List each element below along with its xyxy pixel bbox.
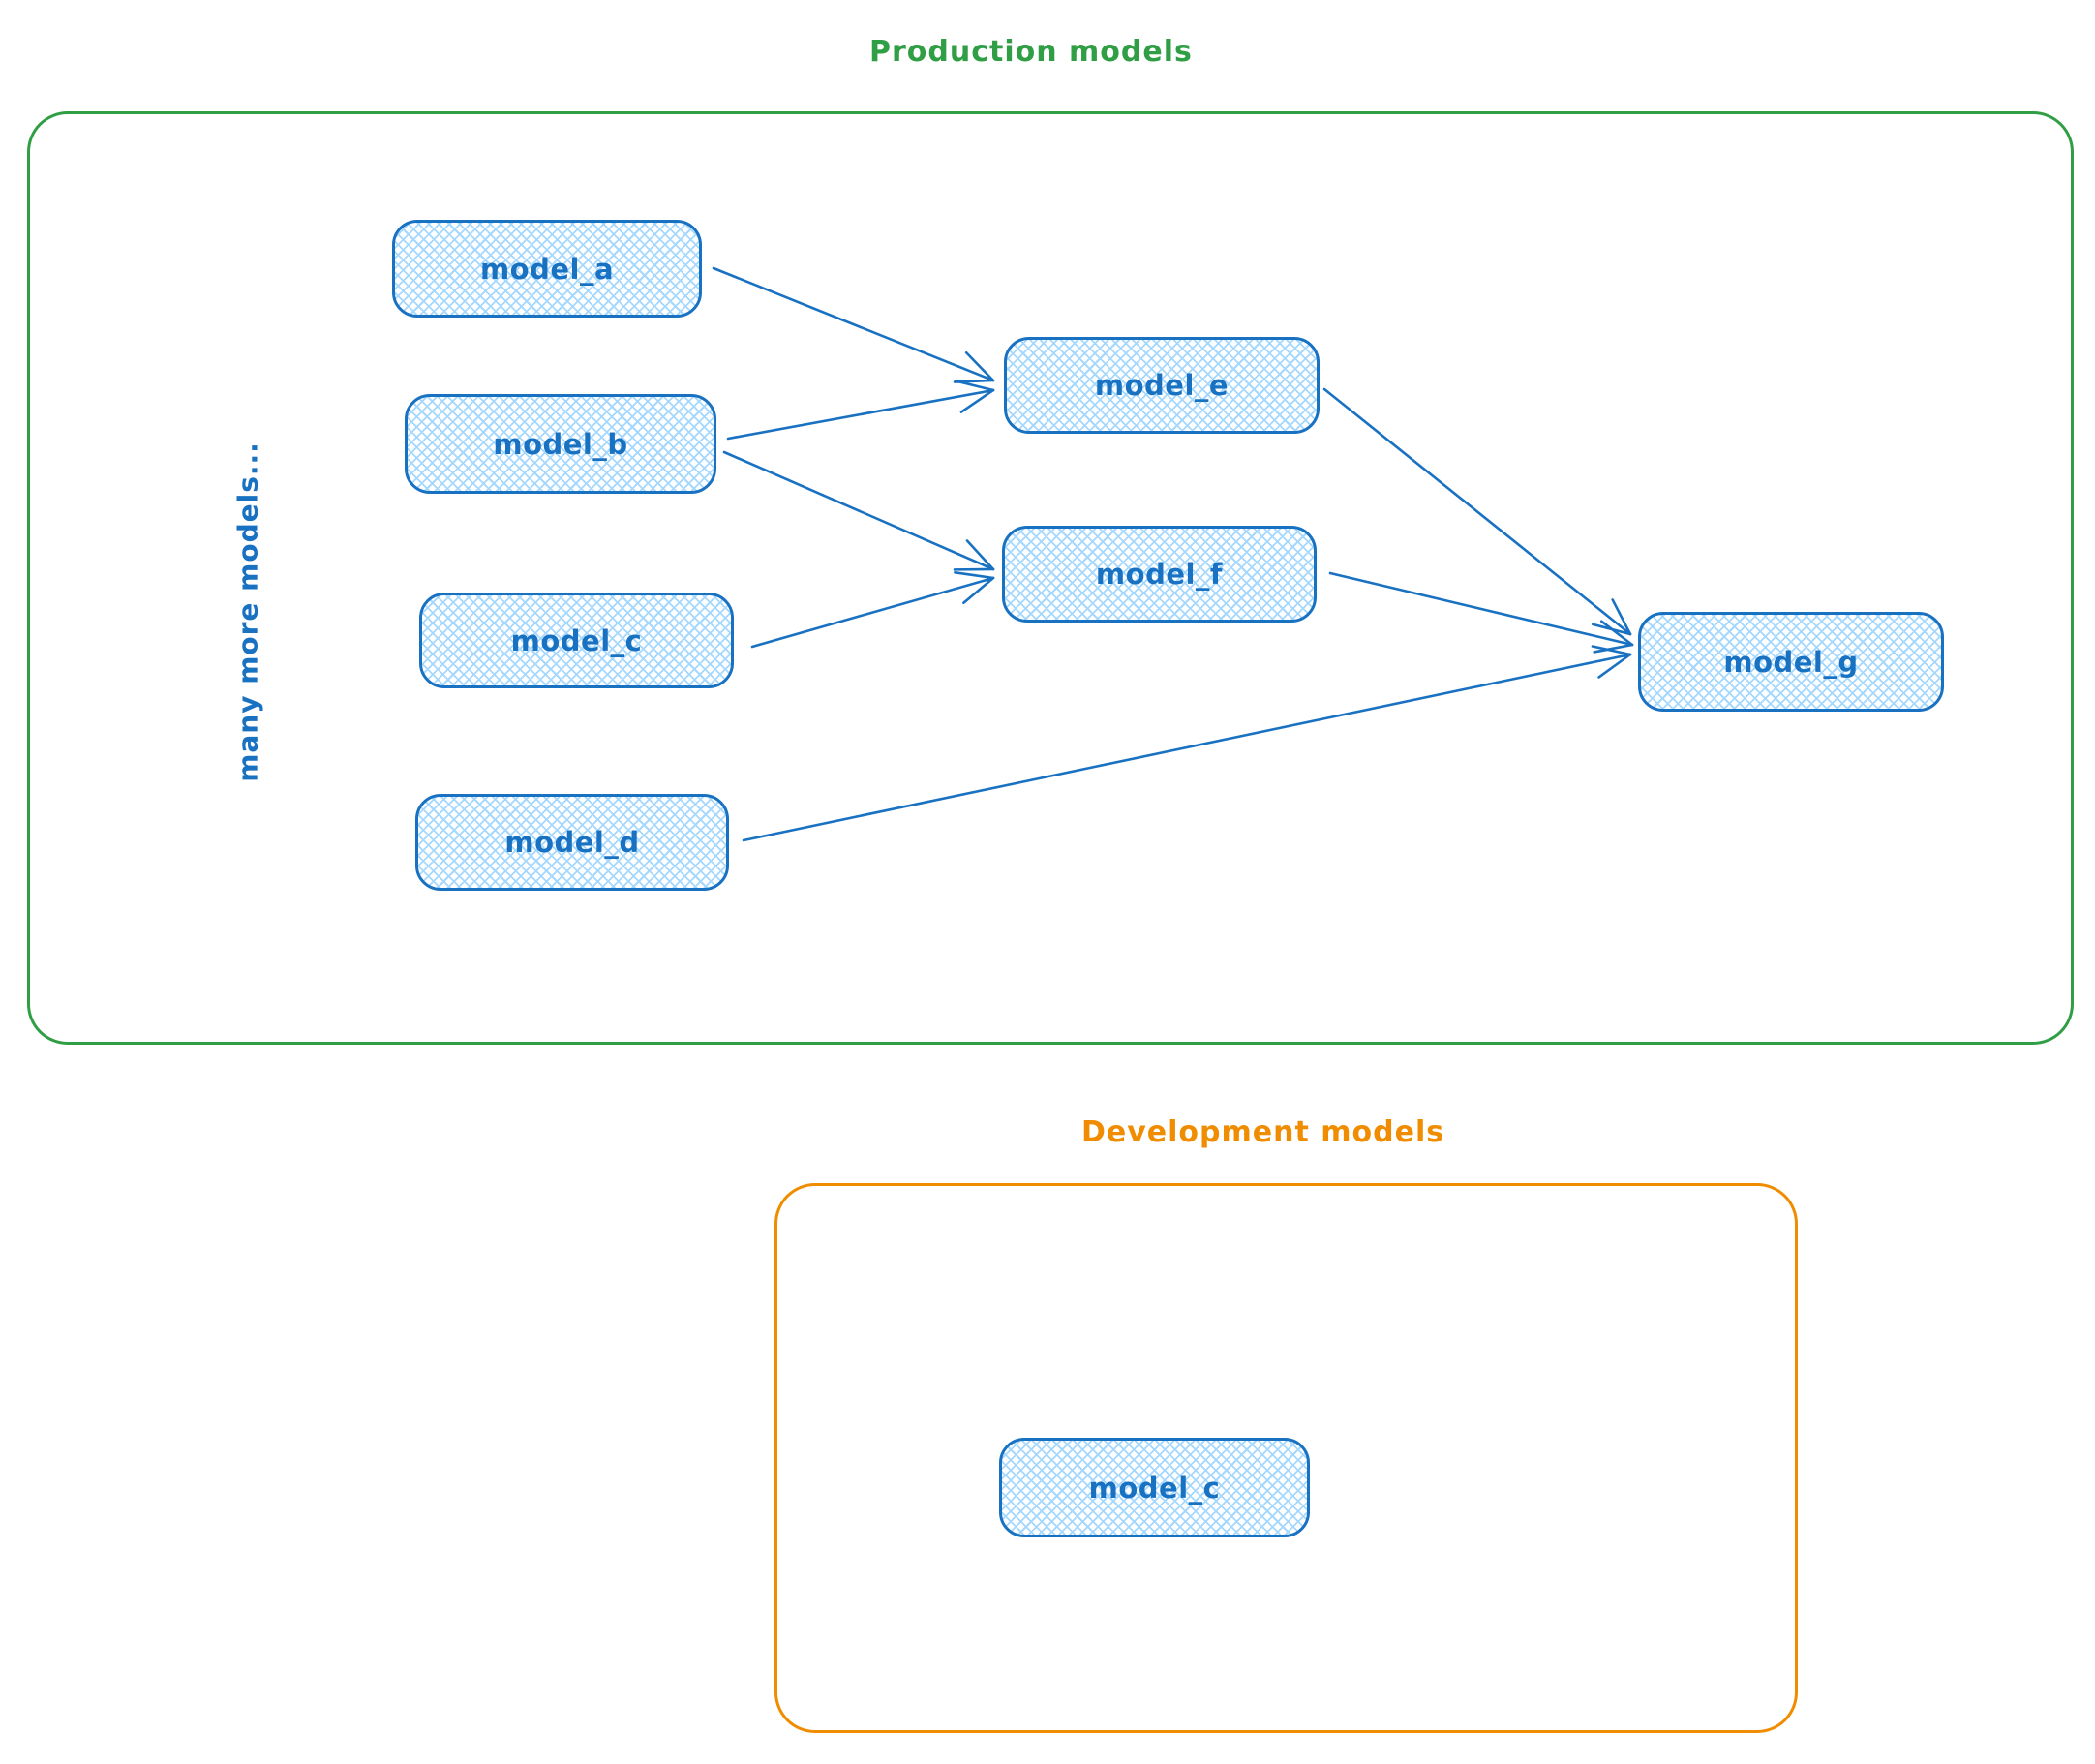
development-group-container (774, 1183, 1798, 1733)
node-label: model_c (1088, 1471, 1221, 1505)
node-label: model_g (1723, 645, 1859, 679)
node-label: model_e (1094, 369, 1230, 402)
node-model_g: model_g (1638, 612, 1944, 712)
node-model_b: model_b (405, 394, 716, 494)
node-label: model_b (493, 427, 628, 461)
node-model_d: model_d (415, 794, 729, 891)
node-model_e: model_e (1004, 337, 1320, 434)
many-more-models-note: many more models... (231, 441, 264, 782)
node-label: model_c (510, 623, 643, 657)
node-model_c: model_c (419, 593, 734, 688)
development-group-title: Development models (1081, 1115, 1445, 1149)
node-model_f: model_f (1002, 526, 1317, 623)
node-label: model_a (479, 252, 615, 286)
node-label: model_f (1095, 558, 1224, 591)
production-group-title: Production models (869, 35, 1193, 69)
node-model_a: model_a (392, 220, 702, 318)
node-model_c_dev: model_c (999, 1438, 1310, 1537)
node-label: model_d (504, 826, 640, 859)
production-group-container (27, 111, 2074, 1045)
